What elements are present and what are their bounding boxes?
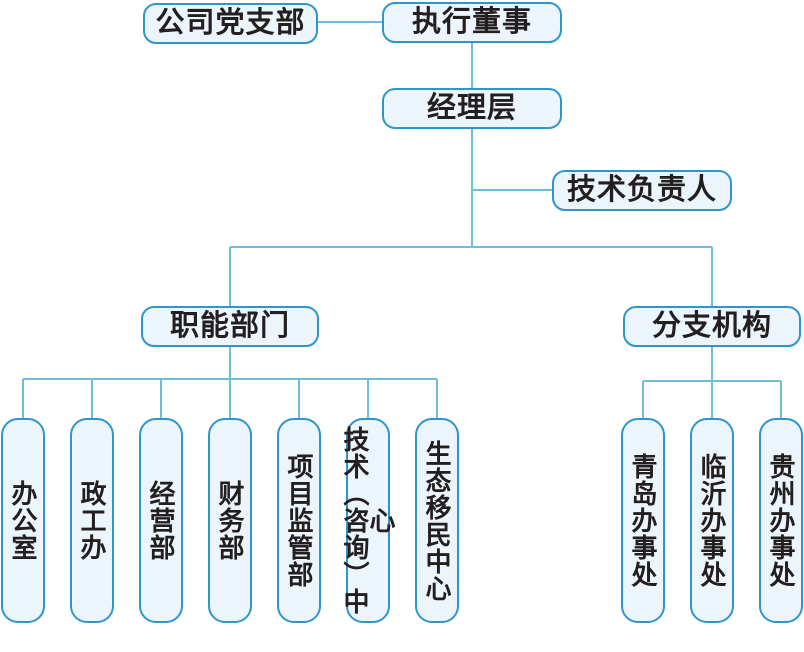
node-branch-offices: 分支机构 [623,306,801,347]
node-label: 执行董事 [411,6,532,38]
node-label: 技术负责人 [566,174,717,206]
node-finance-department: 财务部 [208,418,252,623]
node-label: 财务部 [215,480,245,561]
node-label: 临沂办事处 [697,453,727,588]
node-label: 青岛办事处 [628,453,658,588]
node-office: 办公室 [1,418,45,623]
node-project-supervision-department: 项目监管部 [277,418,321,623]
node-label: 经营部 [146,480,176,561]
node-management-level: 经理层 [382,88,562,129]
node-label: 贵州办事处 [766,453,796,588]
node-label: 项目监管部 [284,453,314,588]
node-ecological-migration-center: 生态移民中心 [415,418,459,623]
node-guizhou-office: 贵州办事处 [759,418,803,623]
node-qingdao-office: 青岛办事处 [621,418,665,623]
node-technical-consulting-center: 技术（咨询）中心 [340,418,396,623]
node-label: 政工办 [77,480,107,561]
node-label: 公司党支部 [155,7,306,39]
node-label: 经理层 [426,92,517,124]
node-label: 分支机构 [651,310,772,342]
node-label: 生态移民中心 [422,439,452,602]
node-label: 办公室 [8,480,38,561]
node-company-party-branch: 公司党支部 [143,3,318,44]
node-functional-departments: 职能部门 [141,306,319,347]
node-business-department: 经营部 [139,418,183,623]
node-linyi-office: 临沂办事处 [690,418,734,623]
node-label: 职能部门 [169,310,290,342]
node-executive-director: 执行董事 [382,2,562,43]
connector-path [22,21,782,418]
node-label: 技术（咨询）中心 [340,426,396,615]
node-political-work-office: 政工办 [70,418,114,623]
node-technical-lead: 技术负责人 [552,170,732,211]
